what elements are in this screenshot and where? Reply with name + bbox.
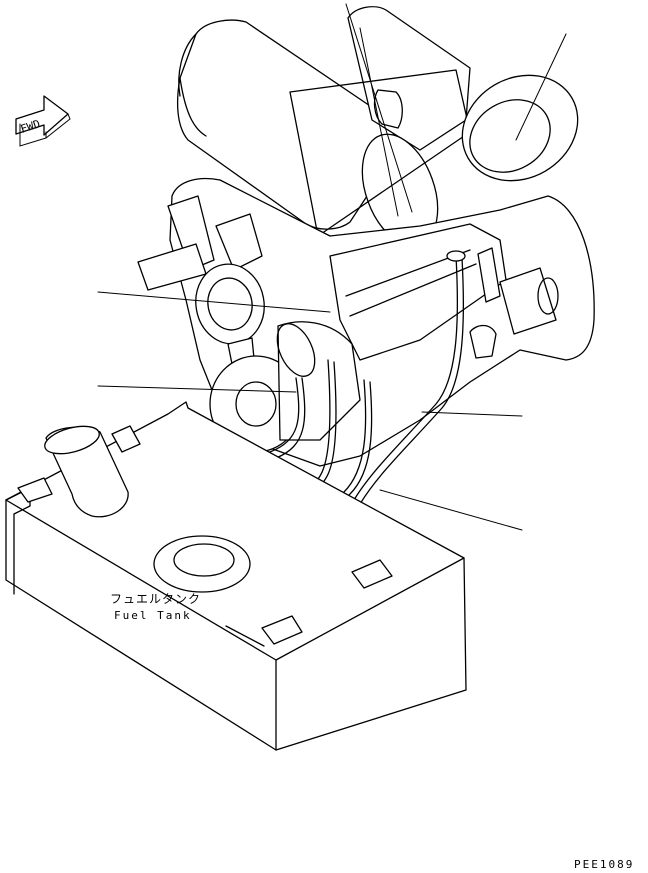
drawing-number: PEE1089	[574, 858, 634, 871]
leader-line	[379, 489, 523, 531]
fwd-arrow-icon: FWD	[15, 95, 71, 147]
fuel-tank-label-jp: フュエルタンク	[110, 592, 201, 606]
leader-line	[97, 291, 331, 313]
fuel-tank-label-en: Fuel Tank	[114, 609, 192, 622]
leader-line	[421, 411, 523, 417]
leader-lines	[97, 291, 523, 531]
engine-assembly	[137, 3, 595, 467]
leader-line	[97, 385, 297, 393]
fuel-tank	[5, 401, 467, 751]
fwd-label: FWD	[19, 117, 42, 136]
